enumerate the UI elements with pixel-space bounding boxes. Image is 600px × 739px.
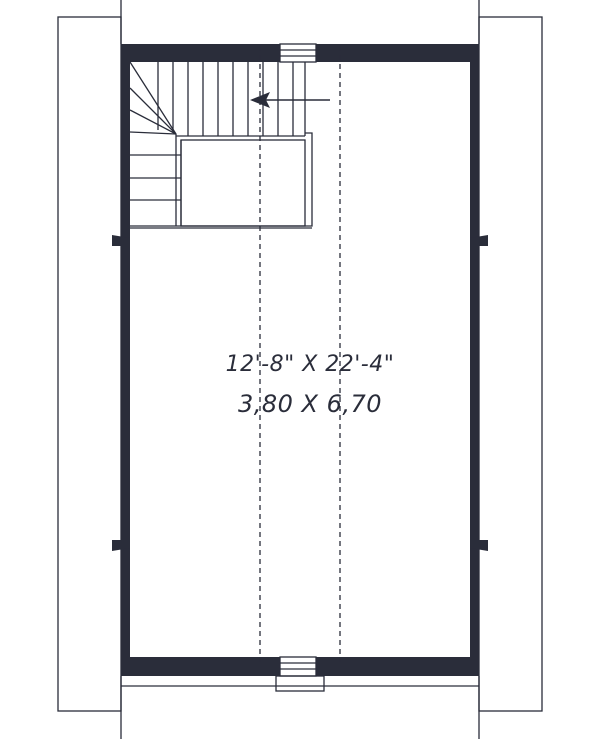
arrow-left-icon — [250, 92, 330, 108]
window-top — [279, 43, 317, 63]
wall-left — [121, 44, 130, 676]
stair-landing — [180, 139, 306, 227]
room-dimensions-imperial: 12'-8" X 22'-4" — [225, 352, 395, 377]
wall-notches — [112, 235, 488, 551]
stair-treads-lower — [130, 134, 182, 226]
wall-right — [470, 44, 479, 676]
stair-winders — [129, 61, 177, 135]
stair-treads-upper — [157, 62, 306, 137]
staircase — [129, 61, 313, 229]
roof-overhang-right — [478, 16, 543, 712]
roof-overhang-left — [57, 16, 122, 712]
ceiling-lines — [259, 46, 341, 662]
window-bottom — [275, 656, 325, 692]
room-dimensions-metric: 3,80 X 6,70 — [237, 390, 383, 418]
